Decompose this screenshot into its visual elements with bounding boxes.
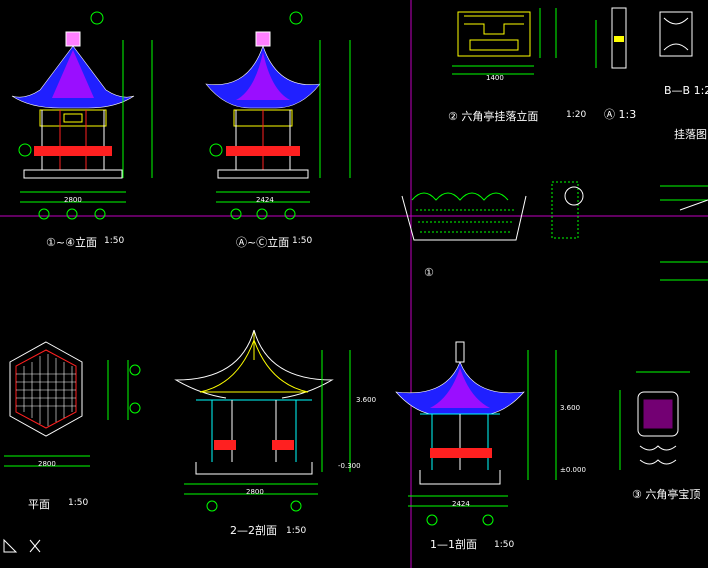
- dim-elev2-total: 2424: [256, 196, 274, 204]
- label-plan: 平面: [28, 498, 50, 511]
- pavilion-elevation-2: [205, 11, 351, 220]
- label-finial: ③ 六角亭宝顶: [632, 488, 701, 501]
- pavilion-plan: [4, 341, 141, 467]
- ucs-icon: [3, 538, 41, 553]
- label-detail-a: Ⓐ 1:3: [604, 108, 637, 121]
- label-elevation-1-4-scale: 1:50: [104, 236, 125, 246]
- dim-level-4: ±0.000: [560, 466, 586, 474]
- label-section-2-2-scale: 1:50: [286, 526, 307, 536]
- finial-detail: [619, 371, 690, 470]
- section-1-1: [395, 341, 557, 526]
- label-elevation-a-c-scale: 1:50: [292, 236, 313, 246]
- label-section-1-1-scale: 1:50: [494, 540, 515, 550]
- railing-detail: [401, 181, 708, 281]
- dim-sec11-total: 2424: [452, 500, 470, 508]
- label-elevation-a-c: Ⓐ~Ⓒ立面: [236, 236, 290, 249]
- pavilion-elevation-1: [11, 11, 153, 220]
- label-railing-detail: 挂落图: [674, 128, 707, 141]
- label-elevation-1-4: ①~④立面: [46, 236, 97, 249]
- dim-level-2: 3.600: [560, 404, 581, 412]
- label-section-1-1: 1—1剖面: [430, 538, 477, 551]
- label-section-bb: B—B 1:2: [664, 84, 708, 97]
- dim-railing-width: 1400: [486, 74, 504, 82]
- label-railing-scale: 1:20: [566, 110, 587, 120]
- label-railing-elevation: ② 六角亭挂落立面: [448, 110, 539, 123]
- dim-plan-total: 2800: [38, 460, 56, 468]
- dim-sec22-total: 2800: [246, 488, 264, 496]
- dim-level-1: 3.600: [356, 396, 377, 404]
- label-plan-scale: 1:50: [68, 498, 89, 508]
- dim-level-3: -0.300: [338, 462, 361, 470]
- dim-elev1-total: 2800: [64, 196, 82, 204]
- section-2-2: [174, 329, 351, 512]
- label-detail-1: ①: [424, 266, 434, 279]
- railing-elevation: [452, 7, 693, 75]
- label-section-2-2: 2—2剖面: [230, 524, 277, 537]
